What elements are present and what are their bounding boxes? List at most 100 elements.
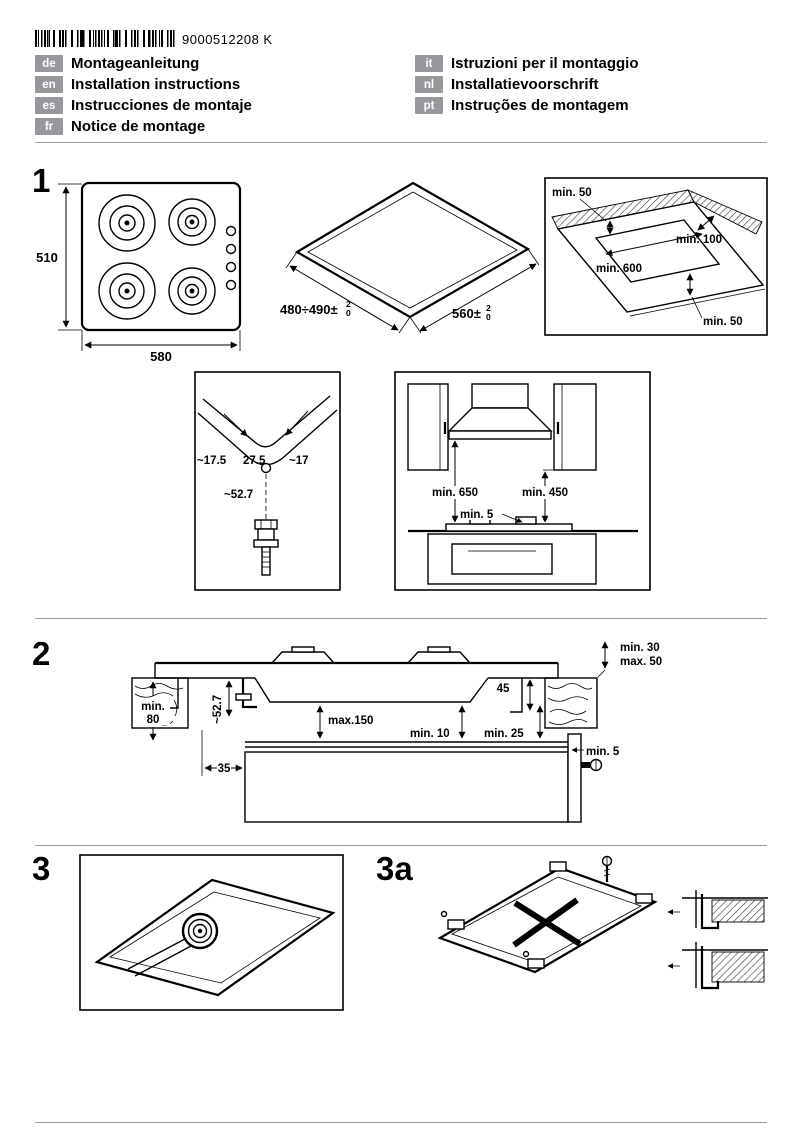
- dim-cabinet-height: min. 450: [522, 487, 568, 499]
- dim-clearance-side: min. 100: [676, 234, 722, 246]
- dim-clearance-600: min. 600: [596, 263, 642, 275]
- lower-cabinet: [244, 751, 569, 823]
- bracket-detail-thick-worktop: [667, 942, 768, 990]
- divider: [35, 142, 767, 143]
- hob-on-counter: [408, 516, 638, 585]
- dim-clamp-45: 45: [497, 683, 510, 695]
- right-clamp: [510, 678, 523, 713]
- dim-thickness-min: min. 30: [620, 642, 660, 654]
- step2-dimensions: min. 30 max. 50 45 min. 80 ~52.7 max.150…: [137, 641, 662, 776]
- dim-corner-left: ~17.5: [197, 455, 227, 467]
- step-number-2: 2: [32, 635, 51, 672]
- bracket-detail-thin-worktop: [667, 890, 768, 930]
- sealing-tape-strip: [127, 938, 186, 970]
- divider: [35, 618, 767, 619]
- dim-clearance-back: min. 50: [552, 187, 592, 199]
- gas-elbow: [235, 678, 257, 709]
- dim-gap5: min. 5: [460, 509, 494, 521]
- dim-max150: max.150: [328, 715, 373, 727]
- tolerance-minus: 0: [486, 312, 491, 322]
- tolerance-plus: 2: [486, 303, 491, 313]
- rear-panel: [567, 733, 582, 823]
- step-number-1: 1: [32, 162, 51, 199]
- control-knob: [225, 225, 237, 237]
- dim-gas-offset: ~52.7: [224, 489, 253, 501]
- language-row-de: de Montageanleitung: [35, 55, 252, 72]
- cabinet-structure: [244, 733, 603, 823]
- worktop-clearance-view: min. 50 min. 100 min. 600 min. 50: [544, 177, 768, 336]
- step2-diagram: min. 30 max. 50 45 min. 80 ~52.7 max.150…: [131, 641, 662, 823]
- language-code-badge: fr: [35, 118, 63, 135]
- language-row-fr: fr Notice de montage: [35, 118, 252, 135]
- dim-min10: min. 10: [410, 728, 450, 740]
- step3-diagram: [79, 854, 344, 1011]
- language-title: Montageanleitung: [71, 55, 200, 72]
- dim-min80-label: min.: [141, 701, 165, 713]
- language-list-right: it Istruzioni per il montaggio nl Instal…: [415, 55, 639, 118]
- burner-front-left: [98, 262, 156, 320]
- dim-min5: min. 5: [586, 746, 620, 758]
- burner-back-right: [168, 198, 216, 246]
- language-code-badge: en: [35, 76, 63, 93]
- control-knob: [225, 243, 237, 255]
- language-row-en: en Installation instructions: [35, 76, 252, 93]
- dim-corner-right: ~17: [289, 455, 309, 467]
- tolerance-minus: 0: [346, 308, 351, 318]
- language-title: Installatievoorschrift: [451, 76, 599, 93]
- dim-min25: min. 25: [484, 728, 524, 740]
- right-cabinet: [553, 383, 597, 471]
- mounting-screw: [601, 855, 613, 895]
- dim-hob-depth: 510: [36, 250, 58, 265]
- language-title: Instruções de montagem: [451, 97, 629, 114]
- gas-connection-fitting: [253, 519, 279, 576]
- dim-thickness-max: max. 50: [620, 656, 662, 668]
- dim-gas-offset-rotated: ~52.7: [212, 695, 224, 724]
- step-number-3: 3: [32, 850, 51, 887]
- hob-depth-dimension: 510: [36, 183, 82, 331]
- hood-clearance-view: min. 650 min. 450 min. 5: [394, 371, 651, 591]
- language-title: Instrucciones de montaje: [71, 97, 252, 114]
- dim-cutout-width: 560±: [452, 306, 481, 321]
- fixing-screw: [581, 758, 603, 772]
- dim-corner-radius: 27.5: [243, 455, 266, 467]
- language-title: Installation instructions: [71, 76, 241, 93]
- language-code-badge: nl: [415, 76, 443, 93]
- control-knob: [225, 279, 237, 291]
- sealing-tape-roll: [181, 912, 219, 950]
- dim-h0b-width: 580: [150, 349, 172, 364]
- step3a-diagram: [437, 855, 768, 990]
- corner-detail-view: ~17.5 27.5 ~17 ~52.7: [194, 371, 341, 591]
- language-code-badge: de: [35, 55, 63, 72]
- step1-diagrams: 510 580 480÷490± 2 0: [36, 177, 768, 591]
- burner-front-right: [168, 267, 216, 315]
- language-row-it: it Istruzioni per il montaggio: [415, 55, 639, 72]
- language-row-es: es Instrucciones de montaje: [35, 97, 252, 114]
- language-row-pt: pt Instruções de montagem: [415, 97, 639, 114]
- doc-number: 9000512208 K: [182, 32, 273, 47]
- divider: [35, 845, 767, 846]
- dim-cutout-depth: 480÷490±: [280, 302, 338, 317]
- step-number-3a: 3a: [376, 850, 413, 887]
- worktop-right-section: [544, 677, 598, 729]
- language-row-nl: nl Installatievoorschrift: [415, 76, 639, 93]
- dim-clearance-front: min. 50: [703, 316, 743, 328]
- dim-front35: 35: [218, 763, 231, 775]
- control-knob: [225, 261, 237, 273]
- burner-back-left: [98, 194, 156, 252]
- corner-brackets: [440, 861, 653, 969]
- hob-top-view: [80, 181, 242, 332]
- hob-width-dimension: 580: [81, 330, 241, 364]
- cutout-perspective-view: 480÷490± 2 0 560± 2 0: [280, 181, 540, 334]
- language-code-badge: it: [415, 55, 443, 72]
- barcode: [35, 30, 176, 47]
- dim-min80-value: 80: [147, 714, 160, 726]
- left-clamp: [167, 678, 179, 709]
- divider: [35, 1122, 767, 1123]
- language-code-badge: pt: [415, 97, 443, 114]
- language-code-badge: es: [35, 97, 63, 114]
- language-title: Notice de montage: [71, 118, 206, 135]
- dim-hood-height: min. 650: [432, 487, 478, 499]
- extractor-hood: [447, 383, 553, 440]
